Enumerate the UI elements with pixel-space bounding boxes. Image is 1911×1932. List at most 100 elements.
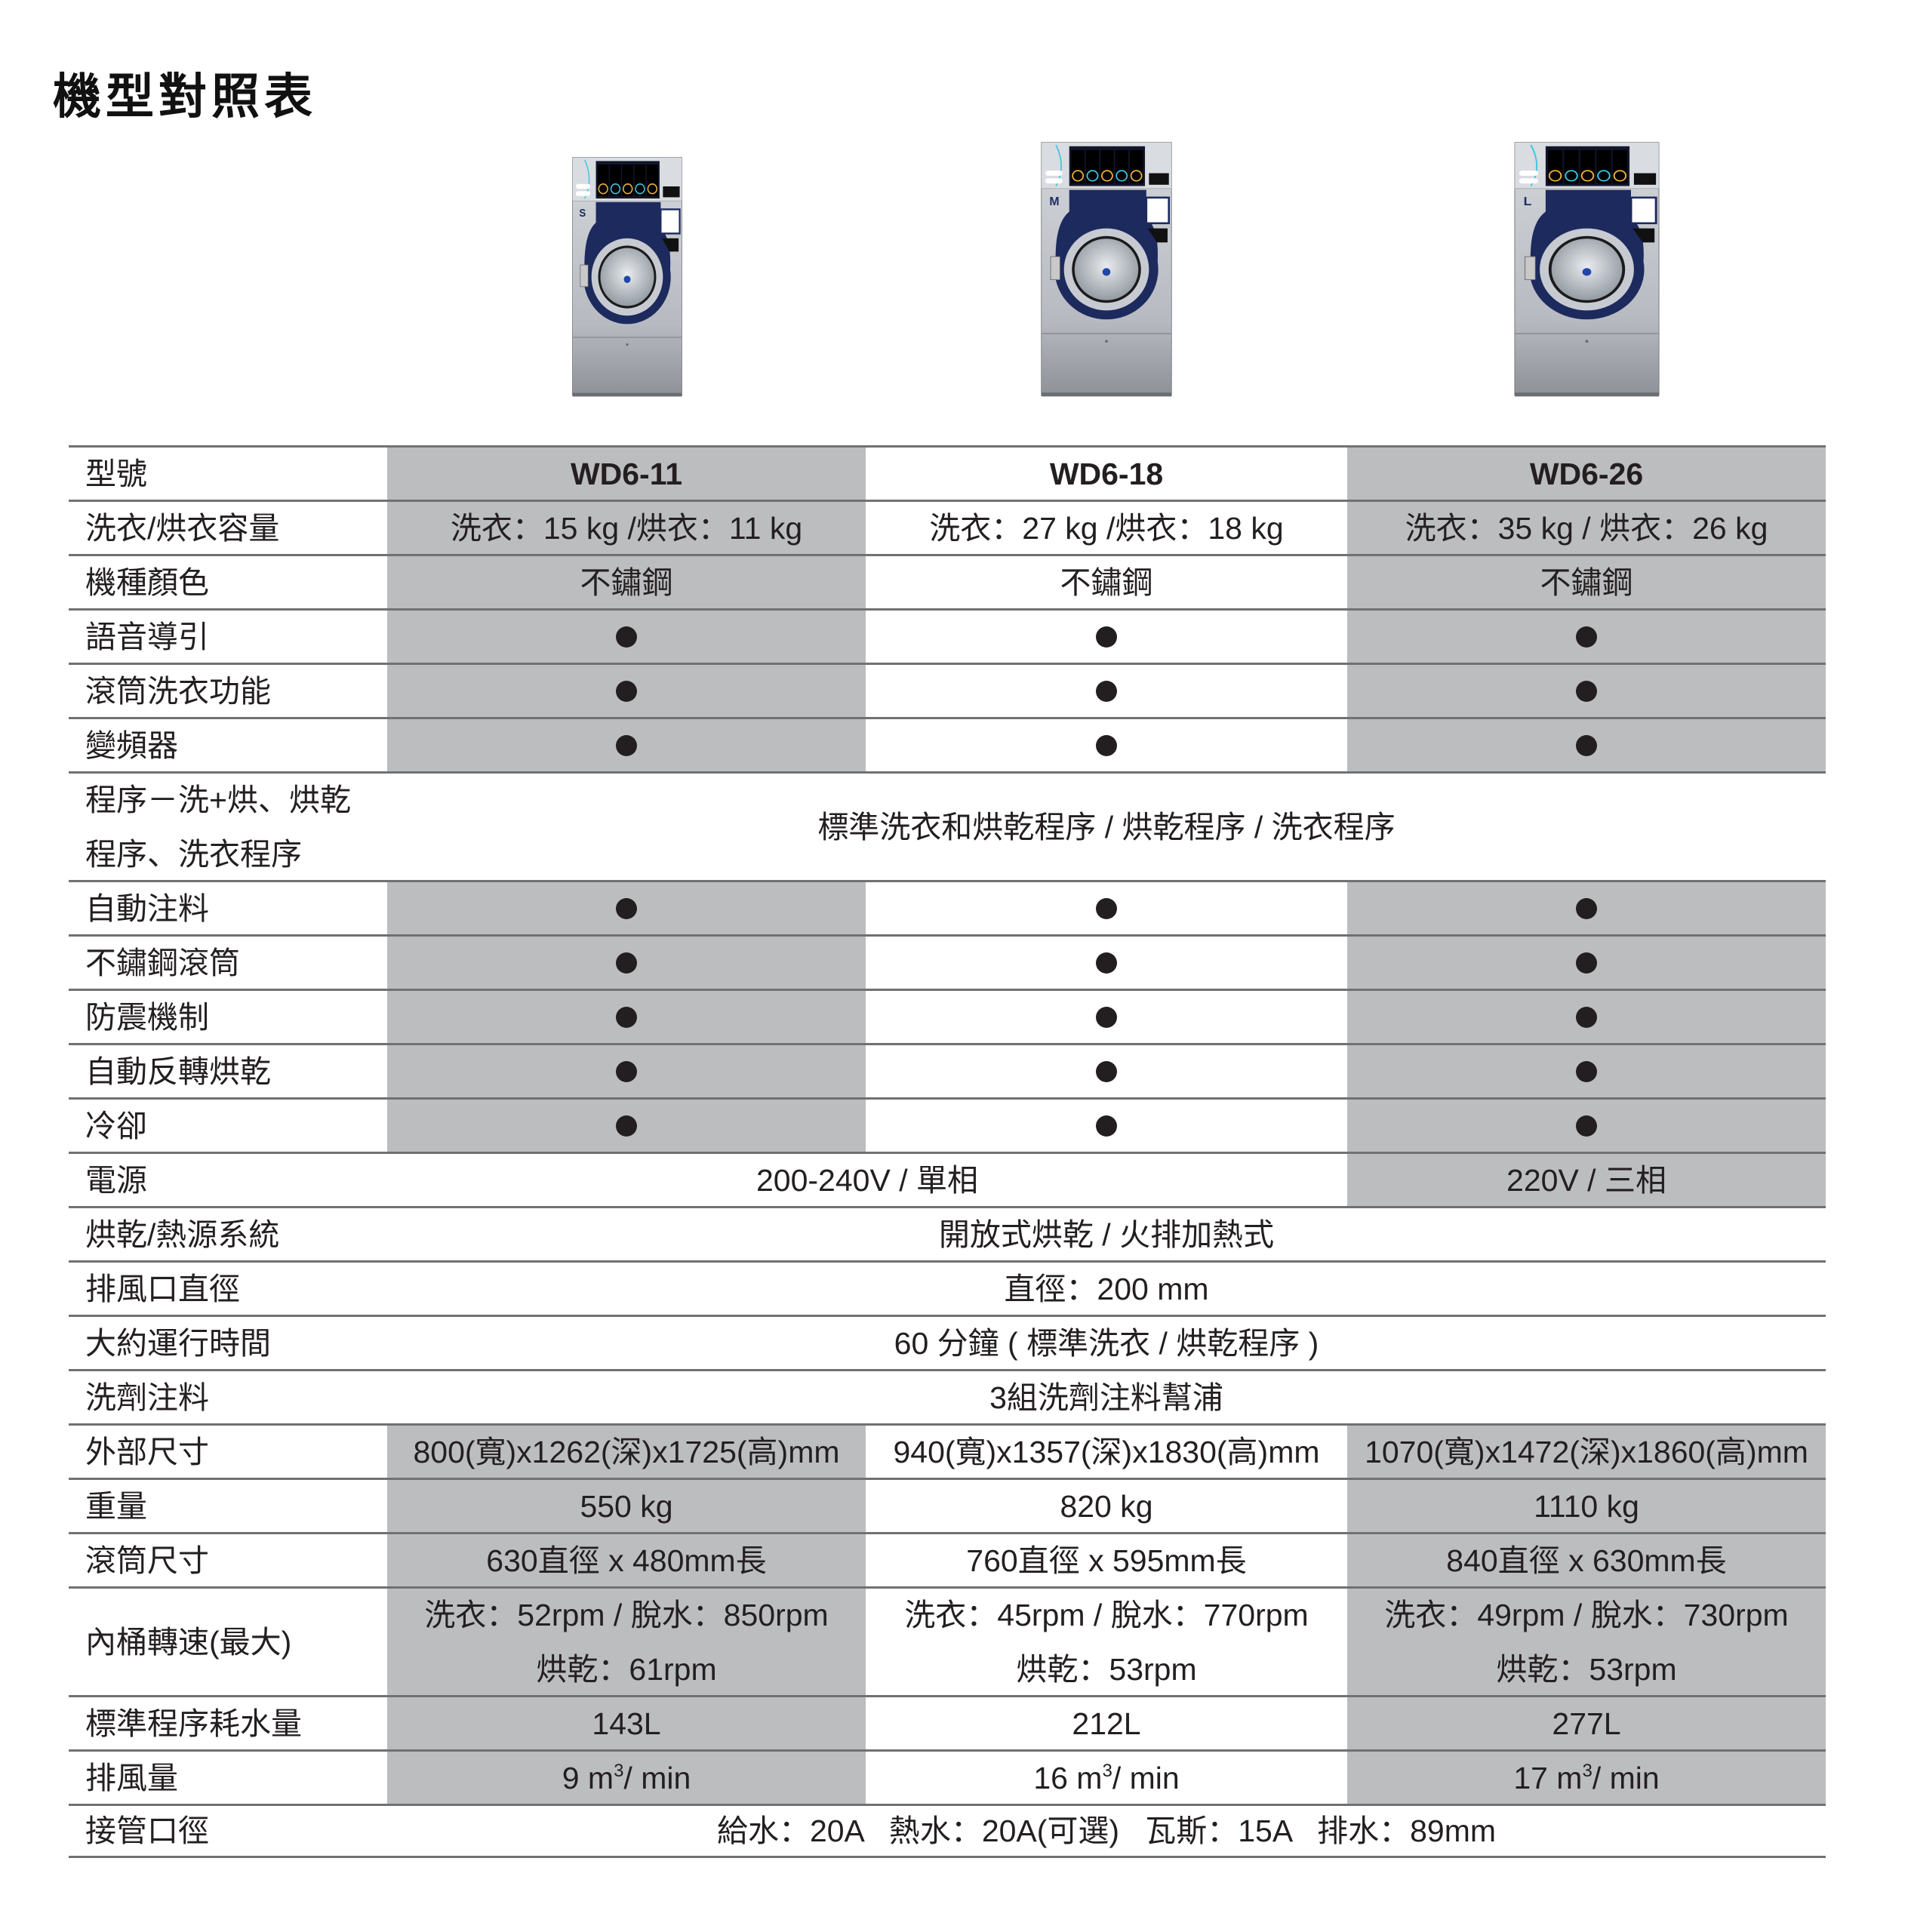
feature-dot-icon	[1576, 1006, 1597, 1028]
row-label: 洗劑注料	[85, 1380, 209, 1415]
feature-dot-icon	[1096, 897, 1117, 919]
row-label-line: 程序、洗衣程序	[85, 836, 302, 872]
feature-dot-icon	[616, 1060, 637, 1082]
feature-dot-icon	[1096, 1060, 1117, 1082]
airflow-unit: / min	[1112, 1760, 1180, 1795]
table-cell	[866, 611, 1347, 663]
feature-dot-icon	[1576, 680, 1597, 702]
row-label: 機種顏色	[85, 565, 209, 600]
table-cell: 9 m3/ min	[387, 1752, 866, 1804]
row-label: 型號	[85, 456, 147, 491]
table-cell	[1347, 991, 1826, 1043]
feature-dot-icon	[616, 1115, 637, 1137]
table-cell: 212L	[1072, 1706, 1141, 1741]
table-row: 烘乾/熱源系統開放式烘乾 / 火排加熱式	[69, 1206, 1826, 1260]
table-cell: 820 kg	[1060, 1488, 1153, 1524]
table-row: 自動反轉烘乾	[69, 1043, 1826, 1097]
table-row: 大約運行時間 60 分鐘 ( 標準洗衣 / 烘乾程序 )	[69, 1315, 1826, 1369]
feature-dot-icon	[1576, 1060, 1597, 1082]
table-cell	[387, 1045, 866, 1097]
table-row: 洗劑注料 3組洗劑注料幫浦	[69, 1369, 1826, 1423]
table-row: 冷卻	[69, 1097, 1826, 1152]
cell-line: 洗衣：49rpm / 脫水：730rpm	[1384, 1597, 1789, 1632]
row-label: 標準程序耗水量	[85, 1706, 302, 1741]
feature-dot-icon	[1096, 626, 1117, 648]
table-row: 接管口徑給水：20A 熱水：20A(可選) 瓦斯：15A 排水：89mm	[69, 1804, 1826, 1858]
table-cell	[387, 882, 866, 934]
table-cell	[866, 719, 1347, 771]
airflow-unit: / min	[623, 1760, 691, 1795]
table-row: 防震機制	[69, 989, 1826, 1043]
table-cell	[866, 937, 1347, 989]
table-row: 自動注料	[69, 880, 1826, 934]
feature-dot-icon	[1576, 626, 1597, 648]
feature-dot-icon	[1096, 680, 1117, 702]
table-cell: 1070(寬)x1472(深)x1860(高)mm	[1347, 1426, 1826, 1478]
airflow-number: 16 m	[1033, 1760, 1103, 1795]
table-cell	[866, 1045, 1347, 1097]
table-cell-merged: 60 分鐘 ( 標準洗衣 / 烘乾程序 )	[894, 1325, 1319, 1361]
table-row: 滾筒洗衣功能	[69, 663, 1826, 717]
airflow-number: 17 m	[1513, 1760, 1583, 1795]
table-cell: 不鏽鋼	[1347, 556, 1826, 608]
row-label: 重量	[85, 1488, 147, 1524]
table-cell: 550 kg	[387, 1480, 866, 1532]
row-label: 大約運行時間	[85, 1325, 271, 1361]
table-cell	[1347, 882, 1826, 934]
row-label: 電源	[85, 1162, 147, 1198]
table-row: 變頻器	[69, 717, 1826, 771]
row-label: 程序－洗+烘、烘乾程序、洗衣程序	[69, 774, 387, 880]
table-cell: 630直徑 x 480mm長	[387, 1534, 866, 1586]
feature-dot-icon	[1576, 1115, 1597, 1137]
table-cell	[866, 991, 1347, 1043]
table-cell	[1347, 611, 1826, 663]
airflow-exponent: 3	[1582, 1760, 1592, 1781]
washer-illustration: M	[1041, 142, 1172, 397]
row-label: 滾筒尺寸	[85, 1543, 209, 1578]
table-cell: 277L	[1347, 1697, 1826, 1749]
feature-dot-icon	[1576, 897, 1597, 919]
table-row: 語音導引	[69, 608, 1826, 663]
table-cell	[1347, 1045, 1826, 1097]
table-cell	[387, 1100, 866, 1152]
svg-text:S: S	[579, 207, 586, 220]
feature-dot-icon	[1096, 1115, 1117, 1137]
table-cell-merged: 200-240V / 單相	[756, 1162, 978, 1198]
table-cell: 1110 kg	[1347, 1480, 1826, 1532]
row-label: 排風量	[85, 1760, 178, 1795]
table-cell: WD6-18	[1049, 456, 1164, 491]
row-label: 防震機制	[85, 999, 209, 1035]
airflow-exponent: 3	[614, 1760, 624, 1781]
table-cell	[387, 937, 866, 989]
table-cell: 不鏽鋼	[387, 556, 866, 608]
svg-text:L: L	[1524, 195, 1532, 208]
washer-illustration: L	[1514, 142, 1660, 397]
page-title: 機型對照表	[53, 69, 317, 124]
airflow-exponent: 3	[1102, 1760, 1112, 1781]
table-cell	[1347, 665, 1826, 717]
row-label: 不鏽鋼滾筒	[85, 945, 240, 980]
feature-dot-icon	[616, 734, 637, 756]
airflow-value: 17 m3/ min	[1513, 1751, 1659, 1805]
row-label: 語音導引	[85, 619, 209, 654]
table-row: 不鏽鋼滾筒	[69, 934, 1826, 989]
table-cell-merged: 3組洗劑注料幫浦	[989, 1380, 1223, 1415]
product-image-wd6-26: L	[1513, 141, 1660, 398]
feature-dot-icon	[1576, 734, 1597, 756]
table-cell-merged: 開放式烘乾 / 火排加熱式	[938, 1217, 1275, 1252]
airflow-value: 9 m3/ min	[562, 1751, 691, 1805]
row-label: 排風口直徑	[85, 1271, 240, 1306]
table-cell	[866, 882, 1347, 934]
product-image-wd6-11: S	[571, 156, 683, 398]
airflow-unit: / min	[1592, 1760, 1660, 1795]
row-label-line: 程序－洗+烘、烘乾	[85, 782, 351, 817]
row-label: 外部尺寸	[85, 1434, 209, 1469]
feature-dot-icon	[1576, 952, 1597, 974]
table-row: 機種顏色 不鏽鋼 不鏽鋼 不鏽鋼	[69, 554, 1826, 608]
table-cell: 不鏽鋼	[1060, 565, 1153, 600]
